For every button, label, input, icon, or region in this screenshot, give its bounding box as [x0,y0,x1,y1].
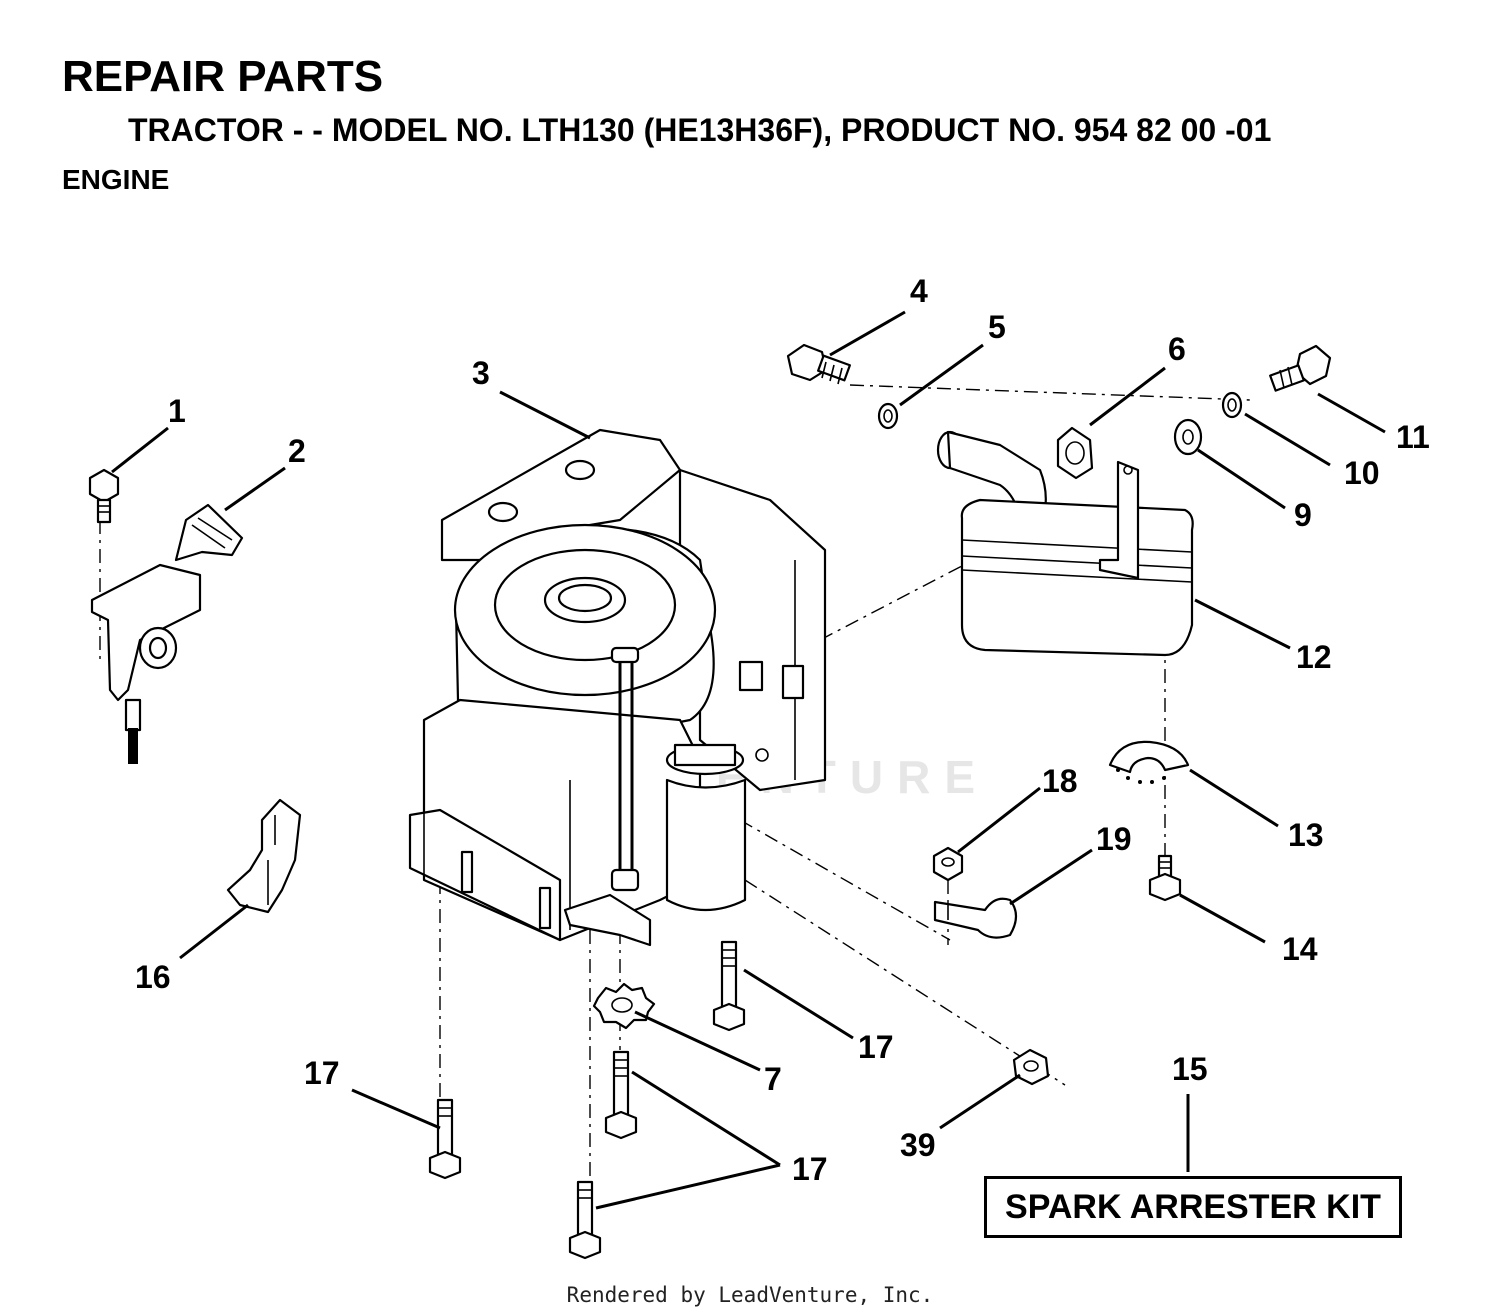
callout-17-lower: 17 [792,1151,828,1187]
callout-numbers: 1 2 3 4 5 6 7 9 10 11 12 13 14 15 16 17 … [135,273,1430,1187]
callout-11: 11 [1396,419,1430,455]
callout-9: 9 [1294,497,1312,533]
bracket-part-16[interactable] [226,798,302,914]
callout-17-left: 17 [304,1055,340,1091]
callout-16: 16 [135,959,171,995]
callout-10: 10 [1344,455,1380,491]
callout-15: 15 [1172,1051,1208,1087]
callout-14: 14 [1282,931,1318,967]
spark-screen-part-13[interactable] [1108,740,1190,784]
callout-13: 13 [1288,817,1324,853]
leader-lines [111,310,1386,1210]
bolt-part-1[interactable] [88,468,120,524]
callout-19: 19 [1096,821,1132,857]
lockwasher-part-10[interactable] [1221,391,1243,419]
section-label: ENGINE [62,164,170,195]
bolt-part-17-center[interactable] [712,940,746,1032]
screw-part-14[interactable] [1148,854,1182,902]
washer-part-5[interactable] [877,402,899,430]
callout-6: 6 [1168,331,1186,367]
callout-1: 1 [168,393,186,429]
callout-12: 12 [1296,639,1332,675]
throttle-control-part-2[interactable] [90,503,244,764]
callout-5: 5 [988,309,1006,345]
nut-part-18[interactable] [932,846,964,882]
bolt-part-4[interactable] [786,343,851,385]
callout-18: 18 [1042,763,1078,799]
washer-part-9[interactable] [1173,418,1203,456]
clamp-part-19[interactable] [933,897,1018,939]
model-subtitle: TRACTOR - - MODEL NO. LTH130 (HE13H36F),… [128,112,1272,148]
bolt-part-17-lower-b[interactable] [568,1180,602,1260]
engine-part-3[interactable] [408,428,827,947]
footer-credit: Rendered by LeadVenture, Inc. [566,1283,934,1307]
callout-3: 3 [472,355,490,391]
callout-39: 39 [900,1127,936,1163]
bolt-part-17-lower-a[interactable] [604,1050,638,1140]
callout-17-center: 17 [858,1029,894,1065]
callout-2: 2 [288,433,306,469]
spark-arrester-kit-label: SPARK ARRESTER KIT [1005,1187,1381,1226]
bolt-part-11[interactable] [1269,344,1332,392]
page-title: REPAIR PARTS [62,52,384,101]
callout-4: 4 [910,273,928,309]
muffler-part-12[interactable] [960,460,1194,657]
gasket-part-6[interactable] [1056,426,1094,480]
callout-7: 7 [764,1061,782,1097]
bolt-part-17-left[interactable] [428,1098,462,1180]
spark-arrester-kit-box[interactable]: SPARK ARRESTER KIT [984,1176,1402,1238]
star-washer-part-7[interactable] [592,982,656,1030]
